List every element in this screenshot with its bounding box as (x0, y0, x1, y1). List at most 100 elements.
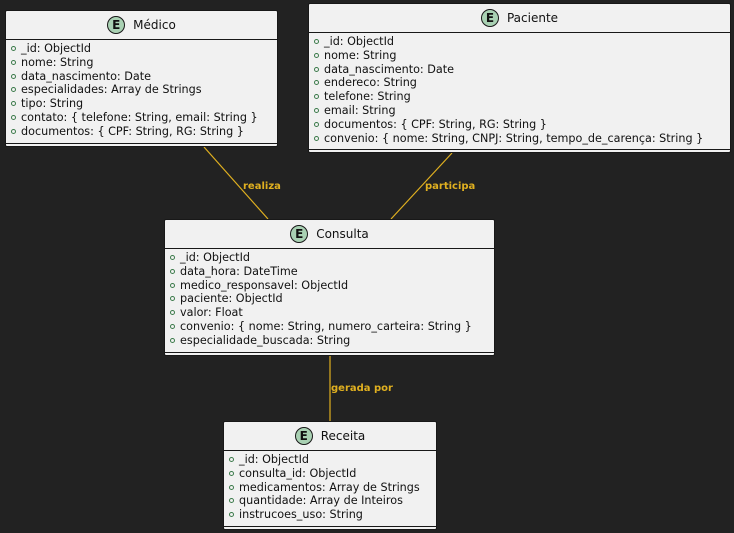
public-visibility-icon (11, 101, 16, 107)
field-item: quantidade: Array de Inteiros (224, 494, 436, 508)
entity-title: Paciente (506, 11, 559, 25)
field-text: convenio: { nome: String, numero_carteir… (180, 319, 472, 333)
field-item: _id: ObjectId (309, 35, 730, 49)
public-visibility-icon (229, 498, 234, 504)
relation-label-participa: participa (425, 181, 476, 192)
field-item: medicamentos: Array de Strings (224, 481, 436, 495)
public-visibility-icon (11, 114, 16, 120)
entity-receita[interactable]: E Receita _id: ObjectId consulta_id: Obj… (223, 421, 437, 530)
field-list: _id: ObjectId nome: String data_nascimen… (6, 40, 277, 139)
field-text: valor: Float (180, 306, 243, 320)
entity-title: Receita (320, 429, 366, 443)
public-visibility-icon (170, 310, 175, 316)
entity-icon: E (290, 225, 309, 243)
field-item: nome: String (309, 49, 730, 63)
public-visibility-icon (314, 135, 319, 141)
field-text: email: String (324, 103, 396, 117)
field-item: contato: { telefone: String, email: Stri… (6, 111, 277, 125)
entity-header: E Médico (6, 11, 277, 40)
public-visibility-icon (170, 296, 175, 302)
field-text: medicamentos: Array de Strings (239, 480, 420, 494)
public-visibility-icon (314, 94, 319, 100)
entity-icon: E (480, 9, 499, 27)
methods-compartment (224, 525, 436, 533)
field-text: documentos: { CPF: String, RG: String } (324, 117, 547, 131)
field-item: convenio: { nome: String, numero_carteir… (165, 320, 494, 334)
public-visibility-icon (229, 457, 234, 462)
field-item: especialidades: Array de Strings (6, 83, 277, 97)
public-visibility-icon (314, 107, 319, 113)
public-visibility-icon (314, 39, 319, 44)
methods-compartment (165, 351, 494, 359)
entity-header: E Receita (224, 422, 436, 451)
field-text: _id: ObjectId (180, 251, 250, 264)
field-text: especialidades: Array de Strings (21, 83, 202, 97)
field-item: nome: String (6, 56, 277, 70)
relation-label-realiza: realiza (243, 181, 281, 192)
public-visibility-icon (229, 484, 234, 490)
field-text: quantidade: Array de Inteiros (239, 494, 403, 508)
entity-paciente[interactable]: E Paciente _id: ObjectId nome: String da… (308, 3, 731, 153)
public-visibility-icon (11, 128, 16, 134)
field-text: telefone: String (324, 90, 411, 104)
field-item: _id: ObjectId (165, 251, 494, 265)
entity-icon: E (294, 427, 313, 445)
methods-compartment (6, 142, 277, 150)
entity-medico[interactable]: E Médico _id: ObjectId nome: String data… (5, 10, 278, 147)
field-item: _id: ObjectId (6, 42, 277, 56)
edge-paciente-consulta (390, 152, 453, 220)
field-text: _id: ObjectId (239, 453, 309, 466)
public-visibility-icon (11, 46, 16, 51)
field-item: endereco: String (309, 76, 730, 90)
public-visibility-icon (314, 121, 319, 127)
field-item: data_hora: DateTime (165, 265, 494, 279)
field-item: paciente: ObjectId (165, 292, 494, 306)
field-item: data_nascimento: Date (6, 70, 277, 84)
entity-header: E Consulta (165, 220, 494, 249)
public-visibility-icon (170, 323, 175, 329)
field-item: instrucoes_uso: String (224, 508, 436, 522)
field-item: medico_responsavel: ObjectId (165, 279, 494, 293)
field-text: documentos: { CPF: String, RG: String } (21, 124, 244, 138)
field-item: data_nascimento: Date (309, 63, 730, 77)
field-list: _id: ObjectId consulta_id: ObjectId medi… (224, 451, 436, 522)
field-item: especialidade_buscada: String (165, 334, 494, 348)
field-text: data_nascimento: Date (324, 62, 454, 76)
field-list: _id: ObjectId nome: String data_nascimen… (309, 33, 730, 145)
field-item: _id: ObjectId (224, 453, 436, 467)
field-item: valor: Float (165, 306, 494, 320)
public-visibility-icon (229, 470, 234, 476)
field-text: medico_responsavel: ObjectId (180, 278, 349, 292)
field-text: data_hora: DateTime (180, 264, 298, 278)
public-visibility-icon (314, 66, 319, 72)
field-text: nome: String (324, 48, 397, 62)
field-list: _id: ObjectId data_hora: DateTime medico… (165, 249, 494, 348)
field-text: _id: ObjectId (21, 42, 91, 55)
field-text: data_nascimento: Date (21, 69, 151, 83)
public-visibility-icon (170, 282, 175, 288)
entity-title: Consulta (316, 227, 369, 241)
relation-label-gerada-por: gerada por (331, 383, 393, 394)
field-item: email: String (309, 104, 730, 118)
public-visibility-icon (11, 87, 16, 93)
field-text: paciente: ObjectId (180, 292, 283, 306)
field-text: instrucoes_uso: String (239, 508, 363, 522)
public-visibility-icon (11, 73, 16, 79)
public-visibility-icon (170, 337, 175, 343)
edge-medico-consulta (203, 146, 269, 220)
entity-consulta[interactable]: E Consulta _id: ObjectId data_hora: Date… (164, 219, 495, 356)
methods-compartment (309, 149, 730, 156)
field-item: consulta_id: ObjectId (224, 467, 436, 481)
field-text: convenio: { nome: String, CNPJ: String, … (324, 131, 704, 145)
field-item: telefone: String (309, 90, 730, 104)
field-item: tipo: String (6, 97, 277, 111)
field-text: contato: { telefone: String, email: Stri… (21, 110, 258, 124)
public-visibility-icon (170, 268, 175, 274)
field-item: documentos: { CPF: String, RG: String } (6, 125, 277, 139)
field-text: nome: String (21, 55, 94, 69)
field-item: convenio: { nome: String, CNPJ: String, … (309, 132, 730, 146)
public-visibility-icon (170, 255, 175, 260)
entity-header: E Paciente (309, 4, 730, 33)
field-text: _id: ObjectId (324, 35, 394, 48)
